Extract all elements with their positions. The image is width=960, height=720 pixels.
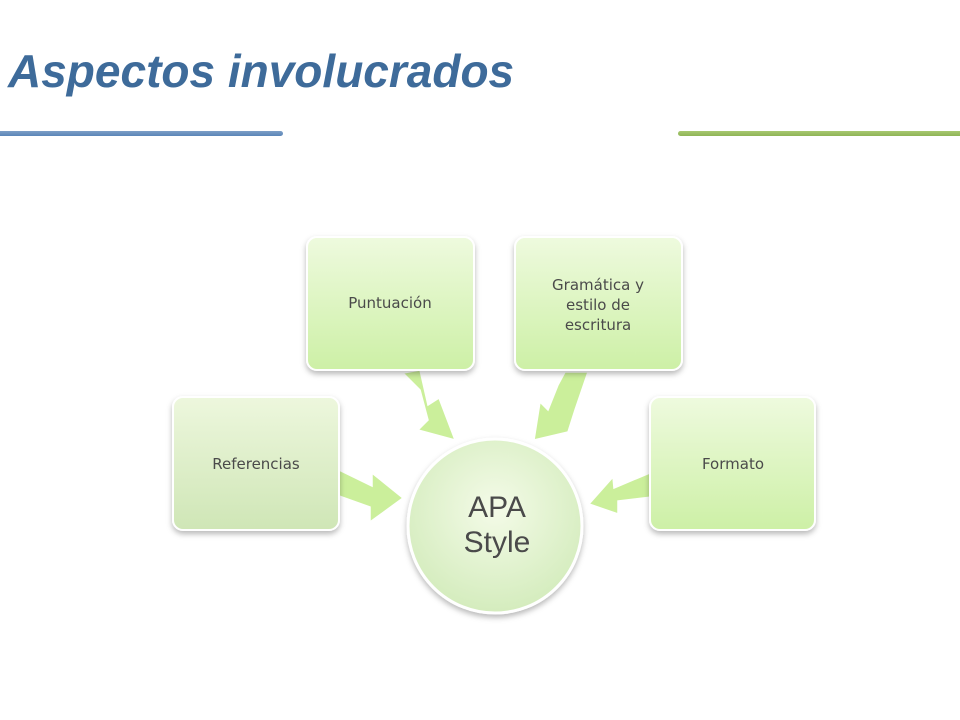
node-gramatica-label-line3: escritura [565,316,631,334]
node-puntuacion: Puntuación [306,236,475,371]
node-puntuacion-label: Puntuación [348,294,431,312]
node-gramatica: Gramática y estilo de escritura [514,236,683,371]
arrow-formato [587,470,653,516]
arrow-gramatica [533,371,590,441]
arrow-referencias [338,468,405,524]
node-formato-label: Formato [702,455,764,473]
title-rule-left [0,131,283,136]
node-gramatica-label-line2: estilo de [566,296,630,314]
node-referencias: Referencias [172,396,340,531]
node-formato: Formato [649,396,816,531]
slide-title: Aspectos involucrados [8,45,515,97]
connector-arrows [338,369,653,524]
node-referencias-label: Referencias [212,455,300,473]
center-label-line1: APA [468,491,526,524]
center-node: APA Style [406,437,584,615]
title-rule-right [678,131,960,136]
node-gramatica-label-line1: Gramática y [552,276,644,294]
center-label-line2: Style [464,526,531,559]
arrow-puntuacion [401,369,457,442]
